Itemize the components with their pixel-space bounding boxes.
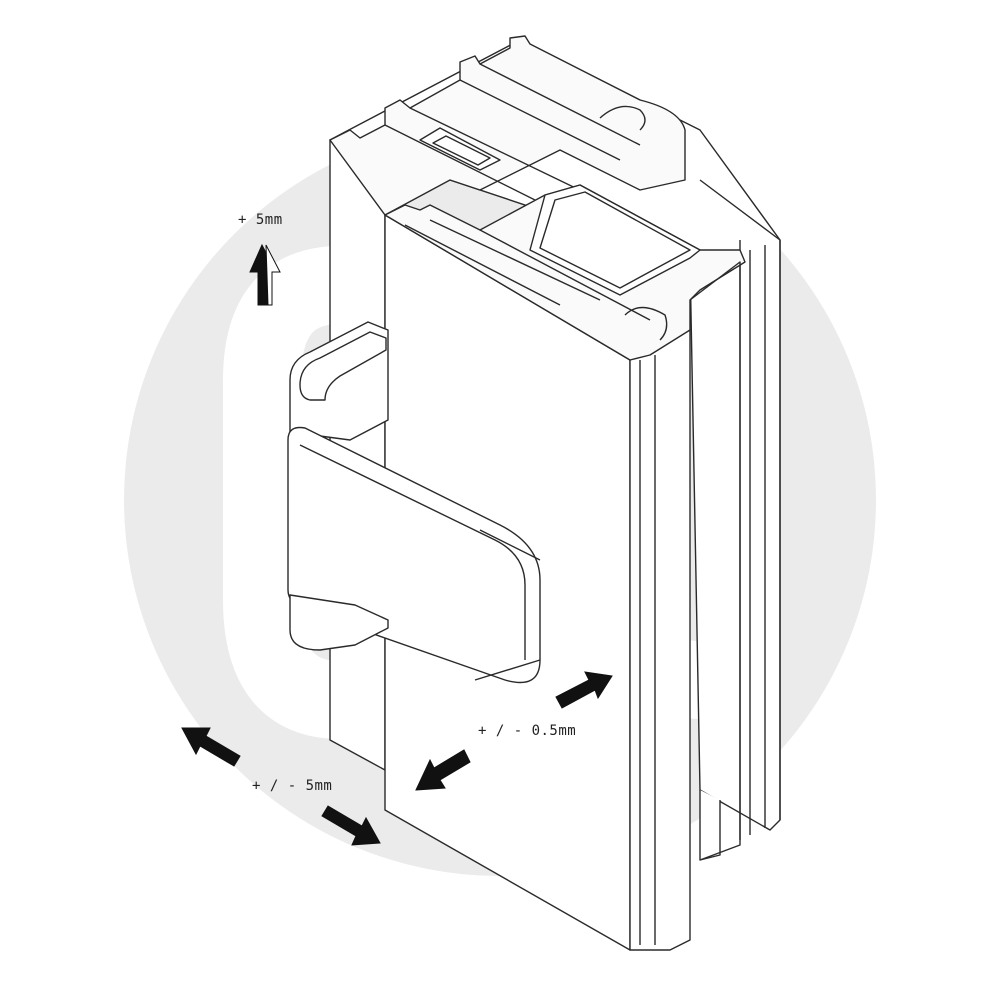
compression-adjustment-label: + / - 0.5mm [478,723,577,739]
arrow-right-icon [321,805,381,846]
vertical-adjustment-label: + 5mm [238,212,283,228]
arrow-out-icon [555,671,613,709]
hinge-top-knuckle [289,321,389,441]
arrow-up-icon [249,243,281,306]
hinge [287,321,541,684]
arrow-left-icon [181,727,241,767]
arrow-in-icon [415,749,471,791]
hinge-bottom-knuckle [289,594,389,651]
lateral-adjustment-label: + / - 5mm [252,778,333,794]
